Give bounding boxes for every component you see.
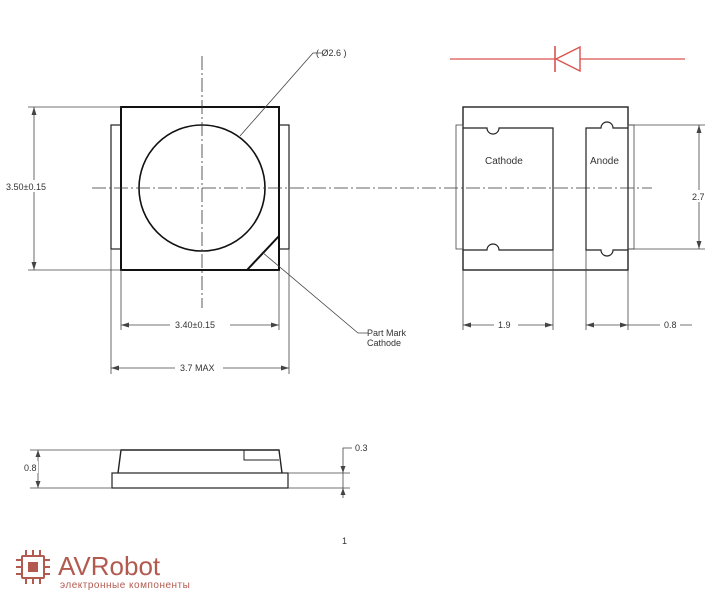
bottom-view: Cathode Anode 2.7 1.9 0.8 [455, 106, 708, 330]
lead-thick-leader [342, 447, 352, 498]
lead-thickness-label: 0.3 [355, 443, 368, 453]
anode-pad [585, 121, 628, 257]
page-number: 1 [342, 536, 347, 546]
thickness-label: 0.8 [24, 463, 37, 473]
anode-width-label: 0.8 [664, 320, 677, 330]
part-mark-label-line2: Cathode [367, 338, 401, 348]
side-view-body [117, 449, 283, 474]
side-view-base [111, 472, 289, 489]
cathode-width-label: 1.9 [498, 320, 511, 330]
cathode-pad [463, 127, 554, 251]
brand-logo: AVRobot электронные компоненты [16, 550, 190, 591]
diameter-label: ( Ø2.6 ) [316, 48, 347, 58]
bottom-view-left-tab [455, 124, 464, 250]
top-view-right-pad [278, 124, 290, 250]
max-width-label: 3.7 MAX [180, 363, 215, 373]
diode-symbol [450, 45, 685, 73]
cathode-label: Cathode [485, 156, 523, 167]
brand-tagline: электронные компоненты [60, 580, 190, 591]
part-mark-label-line1: Part Mark [367, 328, 407, 338]
pad-height-label: 2.7 [692, 192, 705, 202]
inner-width-label: 3.40±0.15 [175, 320, 215, 330]
top-view-left-pad [110, 124, 122, 250]
height-arrow-bottom [31, 262, 37, 270]
height-arrow-top [31, 107, 37, 115]
diameter-leader [239, 52, 322, 137]
top-view: ( Ø2.6 ) 3.50±0.15 3.40±0.15 3.7 MAX Par… [2, 48, 652, 374]
bottom-view-right-tab [627, 124, 635, 250]
side-view-notch [243, 450, 279, 461]
part-mark-leader [261, 251, 368, 334]
side-view: 0.8 0.3 [22, 443, 368, 498]
anode-label: Anode [590, 156, 619, 167]
diode-triangle [554, 45, 581, 73]
height-label: 3.50±0.15 [6, 182, 46, 192]
chip-icon [16, 550, 50, 584]
brand-name: AVRobot [58, 551, 161, 581]
top-view-body [120, 106, 280, 271]
